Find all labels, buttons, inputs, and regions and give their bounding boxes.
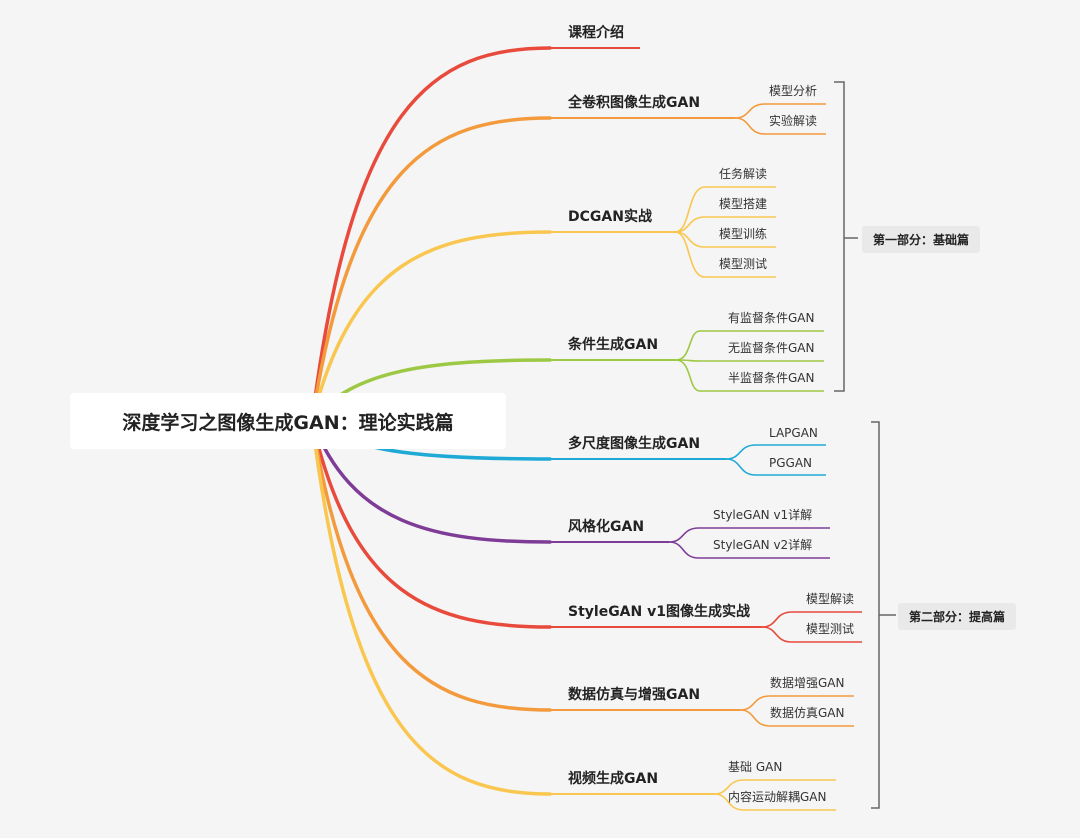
leaf-label[interactable]: LAPGAN [769, 426, 818, 440]
leaf-label[interactable]: PGGAN [769, 456, 813, 470]
branch-curve [310, 116, 552, 423]
leaf-connector [739, 709, 854, 727]
leaf-connector [725, 458, 826, 476]
branch-curve [310, 419, 552, 629]
leaf-connector [675, 359, 824, 392]
part1-label[interactable]: 第一部分：基础篇 [862, 226, 981, 253]
leaf-label[interactable]: 半监督条件GAN [728, 371, 815, 385]
leaf-label[interactable]: 基础 GAN [728, 760, 783, 774]
leaf-label[interactable]: 内容运动解耦GAN [728, 790, 827, 804]
leaf-connector [739, 695, 854, 711]
branch-curve [310, 230, 552, 423]
root-title: 深度学习之图像生成GAN：理论实践篇 [122, 411, 454, 434]
leaf-connector [761, 626, 862, 643]
leaf-connector [675, 359, 824, 362]
branch-label[interactable]: DCGAN实战 [568, 209, 652, 225]
leaf-label[interactable]: 模型测试 [806, 622, 855, 636]
branch-curve [310, 419, 552, 796]
leaf-label[interactable]: 数据增强GAN [770, 676, 845, 690]
leaf-connector [734, 117, 826, 135]
part1-text: 第一部分：基础篇 [873, 233, 970, 247]
leaf-label[interactable]: StyleGAN v2详解 [713, 538, 813, 552]
leaf-label[interactable]: 无监督条件GAN [728, 341, 815, 355]
part2-text: 第二部分：提高篇 [909, 610, 1006, 624]
leaf-label[interactable]: 实验解读 [769, 114, 818, 128]
branch-label[interactable]: 条件生成GAN [568, 337, 659, 353]
part2-bracket [871, 421, 896, 809]
leaf-connector [761, 611, 862, 628]
branch-label[interactable]: 数据仿真与增强GAN [568, 687, 701, 703]
leaf-label[interactable]: 模型解读 [806, 592, 855, 606]
branch-label[interactable]: 风格化GAN [568, 519, 645, 535]
leaf-connector [674, 186, 776, 233]
part1-bracket [834, 81, 858, 392]
branch-label[interactable]: 视频生成GAN [568, 771, 659, 787]
branch-label[interactable]: 多尺度图像生成GAN [568, 436, 701, 452]
leaf-connector [725, 444, 826, 460]
branch-label[interactable]: 全卷积图像生成GAN [568, 95, 701, 111]
branch-label[interactable]: 课程介绍 [568, 25, 624, 41]
branch-curve [310, 419, 552, 712]
root-topic[interactable]: 深度学习之图像生成GAN：理论实践篇 [70, 393, 506, 449]
leaf-connector [674, 216, 776, 233]
leaf-label[interactable]: 模型训练 [719, 227, 768, 241]
leaf-label[interactable]: 模型分析 [769, 84, 818, 98]
leaf-connector [734, 103, 826, 119]
leaf-connector [668, 541, 830, 559]
leaf-label[interactable]: StyleGAN v1详解 [713, 508, 813, 522]
branch-curve [310, 419, 552, 544]
leaf-label[interactable]: 任务解读 [719, 167, 768, 181]
leaf-label[interactable]: 模型搭建 [719, 197, 768, 211]
leaf-connector [668, 527, 830, 543]
part2-label[interactable]: 第二部分：提高篇 [898, 603, 1017, 630]
branch-label[interactable]: StyleGAN v1图像生成实战 [568, 604, 750, 620]
leaf-connector [713, 793, 836, 811]
leaf-connector [674, 231, 776, 278]
leaf-label[interactable]: 有监督条件GAN [728, 311, 815, 325]
leaf-connector [713, 779, 836, 795]
leaf-label[interactable]: 数据仿真GAN [770, 706, 845, 720]
branch-curve [310, 46, 552, 423]
leaf-label[interactable]: 模型测试 [719, 257, 768, 271]
leaf-connector [675, 330, 824, 361]
